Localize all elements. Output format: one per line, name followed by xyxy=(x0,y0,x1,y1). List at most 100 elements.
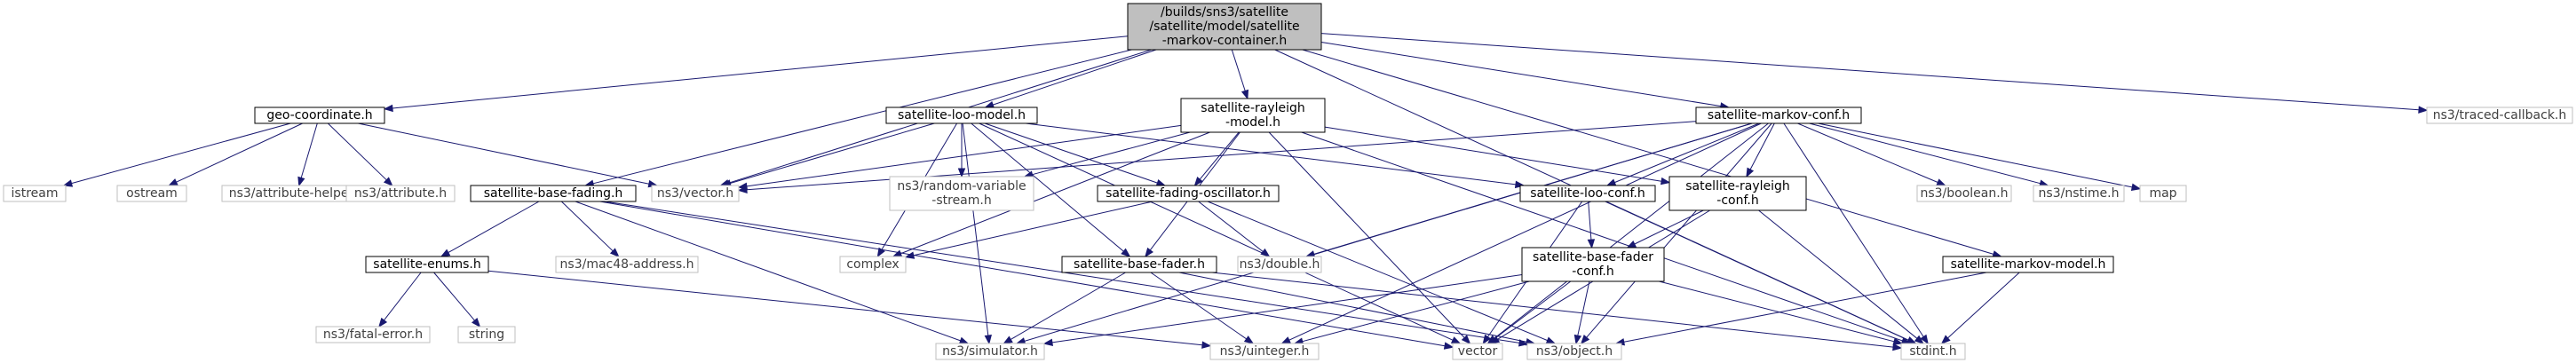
node-label-simulator: ns3/simulator.h xyxy=(942,344,1038,359)
node-enums[interactable]: satellite-enums.h xyxy=(365,256,489,273)
node-map: map xyxy=(2139,185,2187,202)
node-box-vector xyxy=(1452,343,1503,360)
node-root[interactable]: /builds/sns3/satellite/satellite/model/s… xyxy=(1127,3,1322,51)
node-label-istream: istream xyxy=(12,186,59,201)
arrowhead-loo-to-basefader xyxy=(1121,248,1131,257)
node-markovmodel[interactable]: satellite-markov-model.h xyxy=(1942,256,2114,273)
node-basefader[interactable]: satellite-base-fader.h xyxy=(1061,256,1217,273)
node-box-basefading[interactable] xyxy=(470,185,637,202)
edge-rayleigh-to-complex xyxy=(900,131,1210,255)
node-oscillator[interactable]: satellite-fading-oscillator.h xyxy=(1097,185,1280,202)
node-box-double xyxy=(1237,256,1322,273)
edge-markovconf-to-simulator xyxy=(1024,122,1753,342)
node-label-root: /builds/sns3/satellite xyxy=(1161,5,1288,20)
node-boolean: ns3/boolean.h xyxy=(1916,185,2012,202)
edge-geo-to-attr xyxy=(327,122,387,181)
node-label-attr: ns3/attribute.h xyxy=(354,186,447,201)
node-box-rayleigh[interactable] xyxy=(1180,98,1326,133)
arrowhead-faderconf-to-vector xyxy=(1486,335,1498,344)
node-box-basefader[interactable] xyxy=(1061,256,1217,273)
arrowhead-basefading-to-vector xyxy=(1443,342,1454,350)
nodes-layer: /builds/sns3/satellite/satellite/model/s… xyxy=(3,3,2573,360)
node-label-rayconf: satellite-rayleigh xyxy=(1685,179,1790,193)
arrowhead-basefading-to-object xyxy=(1518,339,1529,347)
node-loo[interactable]: satellite-loo-model.h xyxy=(885,107,1038,124)
node-box-geo[interactable] xyxy=(254,107,385,124)
edge-faderconf-to-stdint xyxy=(1659,280,1895,343)
node-label-traced: ns3/traced-callback.h xyxy=(2433,108,2567,122)
node-label-stdint: stdint.h xyxy=(1909,344,1956,359)
edge-loo-to-vector xyxy=(979,122,1454,341)
edge-rayleigh-to-stdint xyxy=(1301,131,1903,342)
node-box-randvar xyxy=(889,176,1034,211)
node-markovconf[interactable]: satellite-markov-conf.h xyxy=(1695,107,1862,124)
node-looconf[interactable]: satellite-loo-conf.h xyxy=(1519,185,1656,202)
node-vector3: ns3/vector.h xyxy=(651,185,740,202)
node-faderconf[interactable]: satellite-base-fader-conf.h xyxy=(1521,247,1665,282)
arrowhead-root-to-geo xyxy=(383,104,393,113)
edge-basefader-to-simulator xyxy=(1010,272,1126,340)
node-box-nstime xyxy=(2033,185,2125,202)
node-box-fatal xyxy=(315,326,431,343)
node-randvar: ns3/random-variable-stream.h xyxy=(889,176,1034,211)
node-box-stdint xyxy=(1900,343,1966,360)
node-box-looconf[interactable] xyxy=(1519,185,1656,202)
arrowhead-rayleigh-to-basefader xyxy=(1145,247,1153,258)
arrowhead-looconf-to-faderconf xyxy=(1587,239,1596,249)
edge-faderconf-to-object xyxy=(1577,280,1590,336)
arrowhead-loo-to-randvar xyxy=(957,168,966,178)
node-label-mac48: ns3/mac48-address.h xyxy=(560,257,694,272)
node-rayleigh[interactable]: satellite-rayleigh-model.h xyxy=(1180,98,1326,133)
edge-geo-to-attrhelper xyxy=(300,122,318,178)
edge-markovconf-to-nstime xyxy=(1809,122,2041,185)
arrowhead-rayconf-to-faderconf xyxy=(1626,241,1637,249)
edge-markovconf-to-rayconf xyxy=(1749,122,1775,170)
edge-root-to-markovmodel xyxy=(1302,49,1994,255)
edge-basefader-to-object xyxy=(1178,272,1527,343)
node-box-loo[interactable] xyxy=(885,107,1038,124)
edge-markovconf-to-boolean xyxy=(1797,122,1938,183)
edges-layer xyxy=(62,33,2429,351)
node-geo[interactable]: geo-coordinate.h xyxy=(254,107,385,124)
node-istream: istream xyxy=(3,185,67,202)
node-box-markovmodel[interactable] xyxy=(1942,256,2114,273)
arrowhead-geo-to-attr xyxy=(383,177,393,186)
arrowhead-oscillator-to-complex xyxy=(904,251,915,259)
node-label-enums: satellite-enums.h xyxy=(373,257,480,272)
arrowhead-markovconf-to-rayconf xyxy=(1746,167,1755,178)
node-fatal: ns3/fatal-error.h xyxy=(315,326,431,343)
node-label-attrhelper: ns3/attribute-helper.h xyxy=(229,186,365,201)
node-box-root[interactable] xyxy=(1127,3,1322,51)
node-label-root: /satellite/model/satellite xyxy=(1149,20,1299,34)
node-box-enums[interactable] xyxy=(365,256,489,273)
edge-basefading-to-enums xyxy=(448,201,540,254)
edge-rayleigh-to-rayconf xyxy=(1324,126,1662,182)
node-vector: vector xyxy=(1452,343,1503,360)
node-box-faderconf[interactable] xyxy=(1521,247,1665,282)
node-box-uinteger xyxy=(1209,343,1320,360)
arrowhead-markovconf-to-stdint xyxy=(1920,334,1929,345)
arrowhead-markovconf-to-map xyxy=(2130,183,2142,192)
node-rayconf[interactable]: satellite-rayleigh-conf.h xyxy=(1668,176,1807,211)
node-box-oscillator[interactable] xyxy=(1097,185,1280,202)
node-box-complex xyxy=(839,256,907,273)
node-label-rayleigh: satellite-rayleigh xyxy=(1201,101,1305,115)
node-box-object xyxy=(1526,343,1622,360)
node-box-rayconf[interactable] xyxy=(1668,176,1807,211)
arrowhead-oscillator-to-object xyxy=(1545,336,1557,344)
edge-markovconf-to-map xyxy=(1818,122,2133,188)
node-mac48: ns3/mac48-address.h xyxy=(555,256,699,273)
edge-enums-to-uinteger xyxy=(487,270,1203,346)
edge-loo-to-vector3 xyxy=(730,122,935,184)
edge-basefading-to-vector xyxy=(599,201,1446,347)
node-basefading[interactable]: satellite-base-fading.h xyxy=(470,185,637,202)
arrowhead-root-to-loo xyxy=(984,100,995,108)
arrowhead-rayleigh-to-rayconf xyxy=(1660,177,1671,185)
node-box-markovconf[interactable] xyxy=(1695,107,1862,124)
node-label-randvar: ns3/random-variable xyxy=(897,179,1026,193)
node-label-vector3: ns3/vector.h xyxy=(657,186,733,201)
edge-root-to-rayleigh xyxy=(1231,49,1246,91)
node-label-map: map xyxy=(2149,186,2176,201)
edge-geo-to-istream xyxy=(71,122,291,185)
node-label-basefading: satellite-base-fading.h xyxy=(484,186,623,201)
